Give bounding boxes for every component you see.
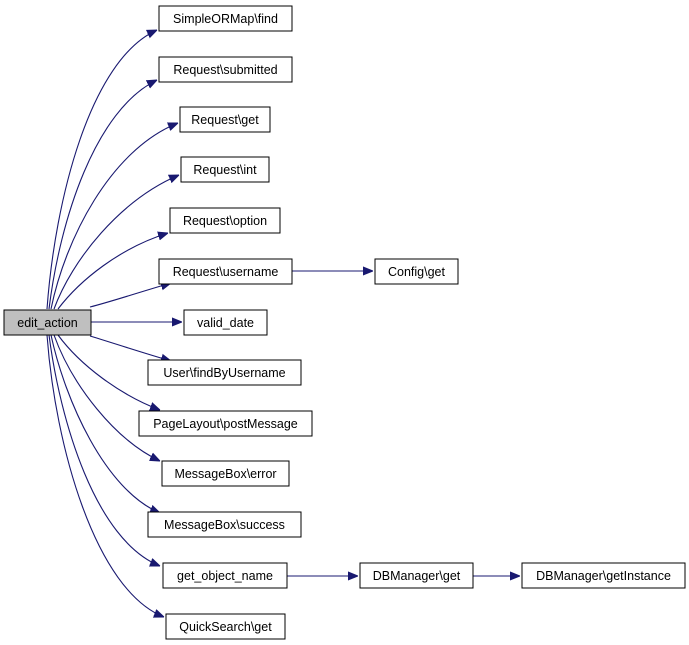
- edge-edit_action-pagelayout_postmessage: [57, 334, 160, 410]
- node-get_object_name[interactable]: get_object_name: [162, 562, 288, 589]
- node-config_get[interactable]: Config\get: [374, 258, 459, 285]
- edge-edit_action-messagebox_success: [50, 334, 160, 513]
- node-label: Request\username: [173, 265, 279, 279]
- node-label: Request\int: [193, 163, 257, 177]
- edge-edit_action-request_submitted: [48, 80, 157, 310]
- node-request_option[interactable]: Request\option: [169, 207, 281, 234]
- node-messagebox_success[interactable]: MessageBox\success: [147, 511, 302, 538]
- node-label: Config\get: [388, 265, 446, 279]
- edge-edit_action-messagebox_error: [53, 334, 160, 461]
- node-valid_date[interactable]: valid_date: [183, 309, 268, 336]
- node-request_int[interactable]: Request\int: [180, 156, 270, 183]
- edge-edit_action-request_option: [57, 233, 168, 310]
- node-label: MessageBox\success: [164, 518, 285, 532]
- node-label: PageLayout\postMessage: [153, 417, 298, 431]
- edge-edit_action-user_findbyusername: [89, 335, 171, 361]
- edge-edit_action-simpleormap_find: [46, 30, 157, 310]
- node-label: DBManager\get: [373, 569, 461, 583]
- node-label: QuickSearch\get: [179, 620, 272, 634]
- node-label: MessageBox\error: [174, 467, 276, 481]
- node-quicksearch_get[interactable]: QuickSearch\get: [165, 613, 286, 640]
- node-request_submitted[interactable]: Request\submitted: [158, 56, 293, 83]
- node-label: get_object_name: [177, 569, 273, 583]
- node-messagebox_error[interactable]: MessageBox\error: [161, 460, 290, 487]
- node-label: SimpleORMap\find: [173, 12, 278, 26]
- edge-edit_action-request_get: [50, 123, 178, 310]
- edges: [46, 30, 520, 617]
- node-pagelayout_postmessage[interactable]: PageLayout\postMessage: [138, 410, 313, 437]
- node-label: Request\option: [183, 214, 267, 228]
- edge-edit_action-quicksearch_get: [46, 334, 164, 617]
- node-edit_action[interactable]: edit_action: [3, 309, 92, 336]
- edge-edit_action-request_int: [53, 175, 179, 310]
- nodes: edit_action SimpleORMap\find Request\sub…: [3, 5, 686, 640]
- node-label: valid_date: [197, 316, 254, 330]
- node-label: User\findByUsername: [163, 366, 285, 380]
- node-label: Request\get: [191, 113, 259, 127]
- node-simpleormap_find[interactable]: SimpleORMap\find: [158, 5, 293, 32]
- node-label: DBManager\getInstance: [536, 569, 671, 583]
- node-request_username[interactable]: Request\username: [158, 258, 293, 285]
- node-dbmanager_getinstance[interactable]: DBManager\getInstance: [521, 562, 686, 589]
- node-request_get[interactable]: Request\get: [179, 106, 271, 133]
- edge-edit_action-get_object_name: [48, 334, 160, 567]
- node-user_findbyusername[interactable]: User\findByUsername: [147, 359, 302, 386]
- node-label: edit_action: [17, 316, 78, 330]
- node-dbmanager_get[interactable]: DBManager\get: [359, 562, 474, 589]
- edge-edit_action-request_username: [89, 283, 171, 308]
- node-label: Request\submitted: [173, 63, 277, 77]
